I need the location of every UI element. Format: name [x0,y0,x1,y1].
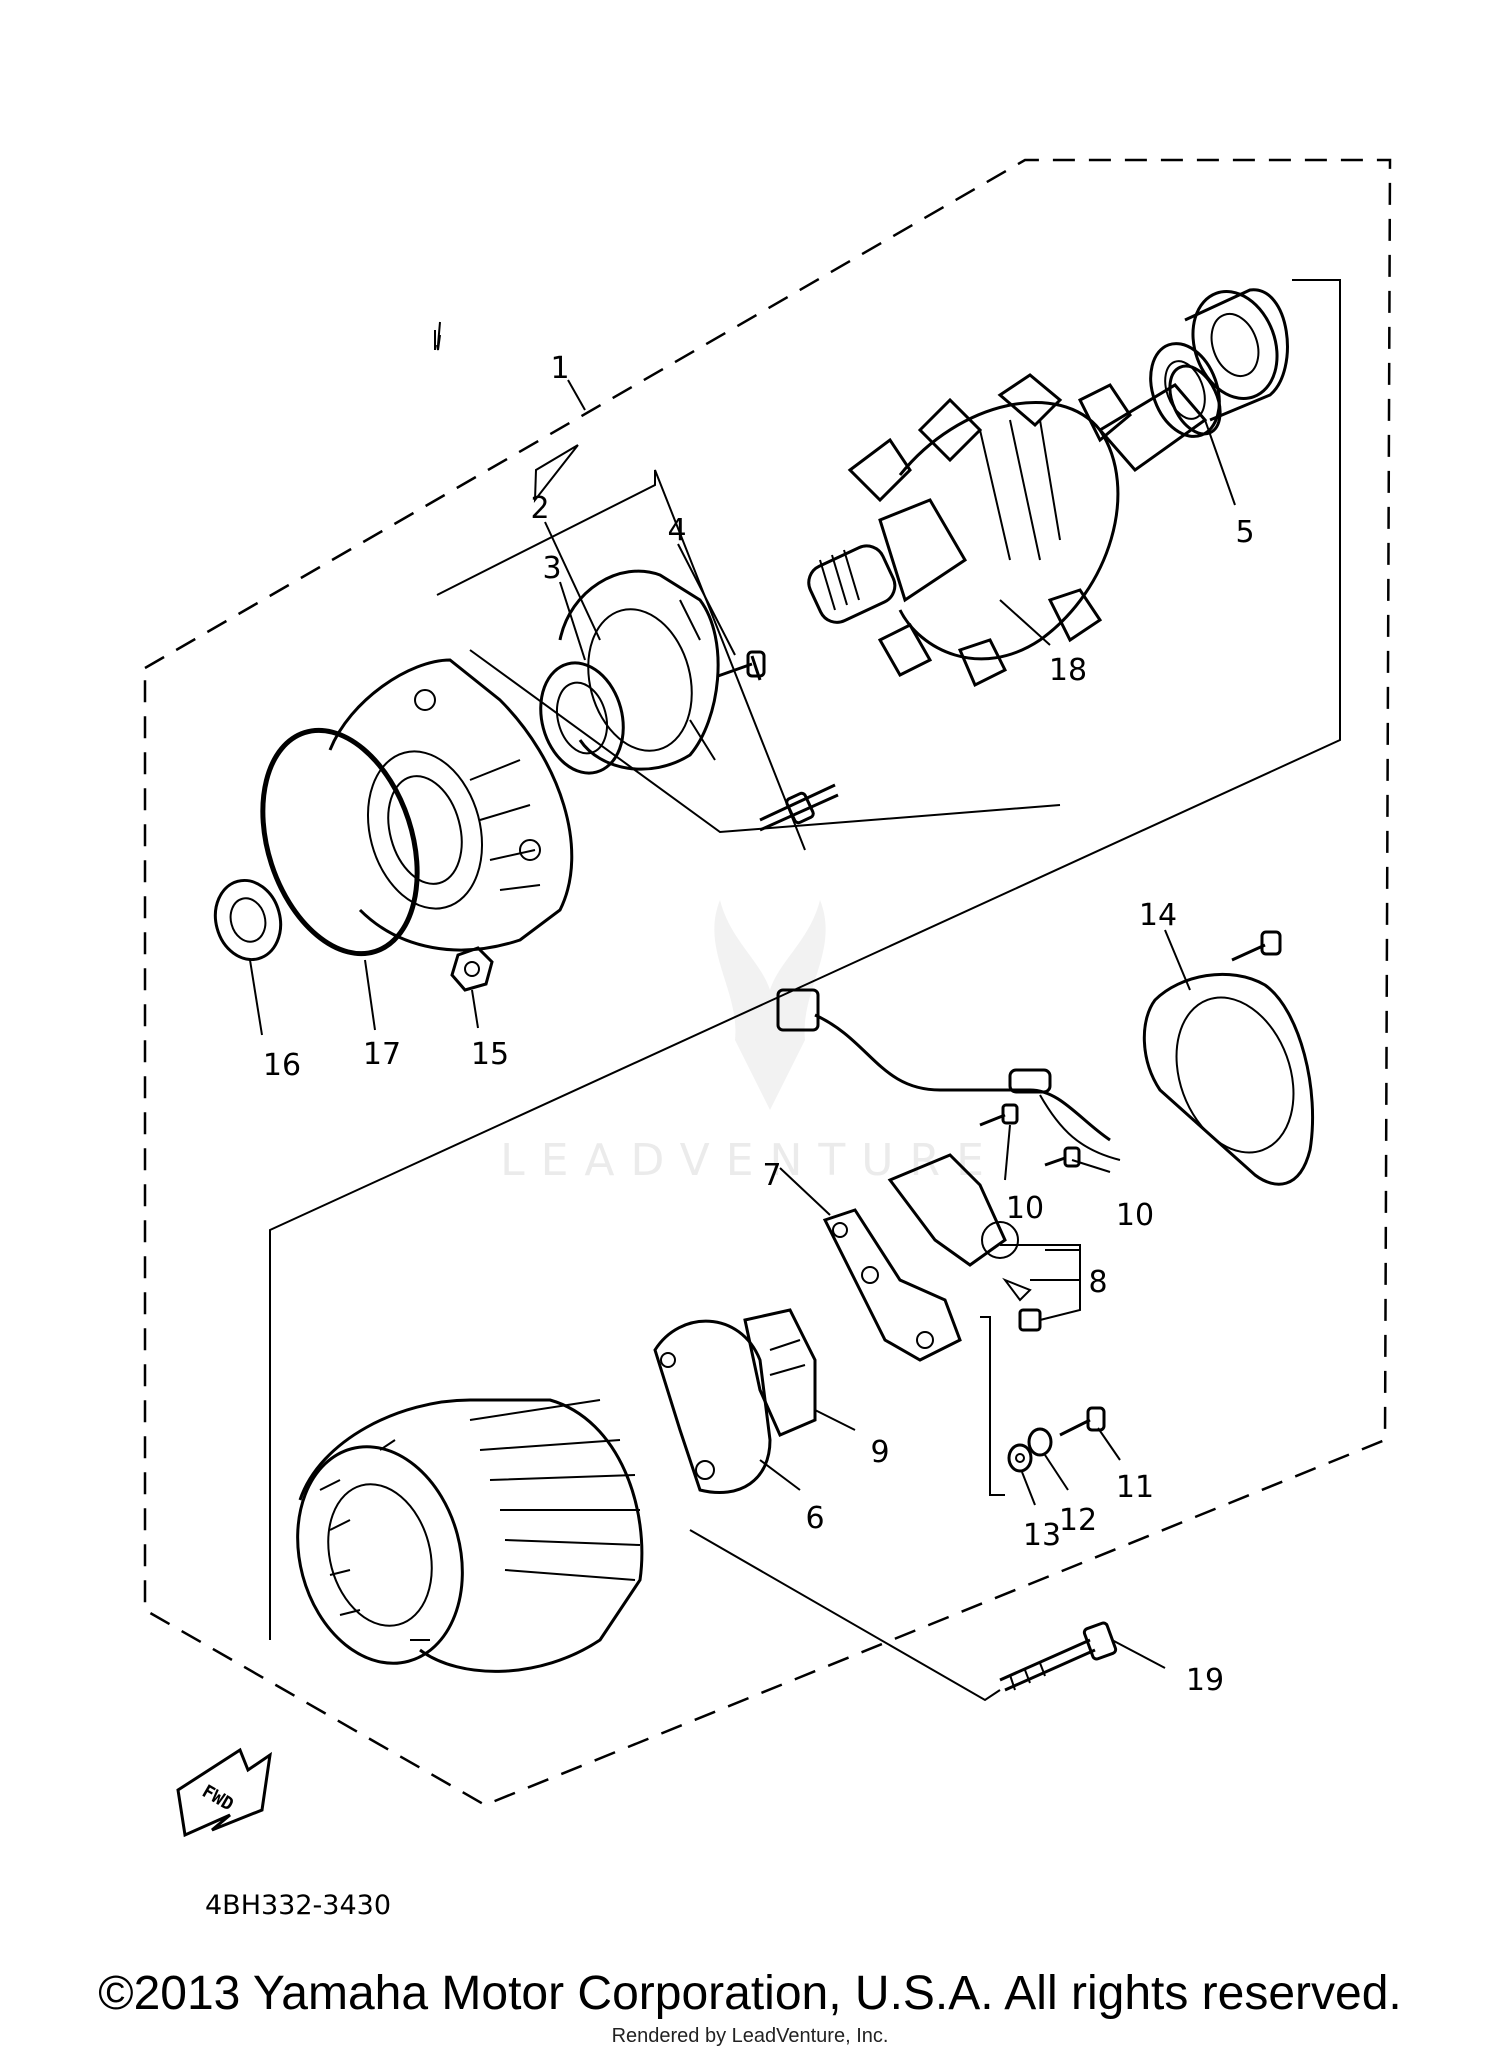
callout-10a: 10 [1006,1191,1044,1226]
regulator-part-9 [743,1308,817,1437]
bolt-stud [759,783,839,832]
callout-3: 3 [542,551,561,586]
terminal-plate-part-7 [822,1208,962,1362]
screw-part-10-left [979,1103,1019,1127]
oil-seal-part-16 [213,878,283,962]
callout-8: 8 [1088,1265,1107,1300]
screw-part-10-right [1044,1146,1081,1168]
bearing-part-3 [539,661,625,775]
screw-part-11 [1059,1406,1106,1437]
callout-2: 2 [530,491,549,526]
rendered-by-notice: Rendered by LeadVenture, Inc. [611,2025,889,2047]
callout-6: 6 [805,1501,824,1536]
callout-4: 4 [667,513,686,548]
callout-5: 5 [1235,515,1254,550]
nut-part-15 [450,946,494,992]
assembly-boundary-outline [143,158,1392,1807]
callout-17: 17 [363,1037,401,1072]
wiring-harness [776,988,1121,1161]
callout-leader-lines [249,379,1236,1669]
callout-12: 12 [1059,1503,1097,1538]
o-ring-part-17 [260,727,420,957]
washer-part-13 [1007,1443,1033,1473]
callout-13: 13 [1023,1518,1061,1553]
screw-part-14 [1231,930,1282,962]
bearing-part-5 [1149,288,1289,438]
callout-18: 18 [1049,653,1087,688]
callout-7: 7 [762,1158,781,1193]
callout-10b: 10 [1116,1198,1154,1233]
washer-part-12 [1027,1427,1053,1457]
leadventure-watermark: LEADVENTURE [500,900,1000,1186]
bolt-part-19 [999,1621,1118,1692]
plate-part-2 [558,569,720,771]
forward-direction-label: FWD [198,1781,237,1816]
callout-11: 11 [1116,1470,1154,1505]
front-housing [328,658,574,952]
brush-holder-part-8 [887,1153,1042,1332]
callout-15: 15 [471,1037,509,1072]
rear-housing-stator [296,1398,644,1673]
callout-14: 14 [1139,898,1177,933]
callout-16: 16 [263,1048,301,1083]
screw-part-4 [717,650,766,681]
cover-part-6 [653,1319,772,1495]
callout-9: 9 [870,1435,889,1470]
callout-19: 19 [1186,1663,1224,1698]
diagram-code: 4BH332-3430 [205,1890,391,1921]
callout-1: 1 [550,351,569,386]
group-bracket-lines [269,279,1341,1702]
forward-direction-arrow-icon: FWD [176,1747,272,1838]
rotor-assembly-part-18 [807,364,1222,688]
copyright-notice: ©2013 Yamaha Motor Corporation, U.S.A. A… [98,1967,1402,2020]
watermark-text: LEADVENTURE [500,1135,1000,1186]
gasket-part-14 [1142,972,1314,1186]
callout-labels: 1 2 3 4 5 6 7 8 9 10 10 11 12 13 14 15 1… [263,351,1255,1698]
